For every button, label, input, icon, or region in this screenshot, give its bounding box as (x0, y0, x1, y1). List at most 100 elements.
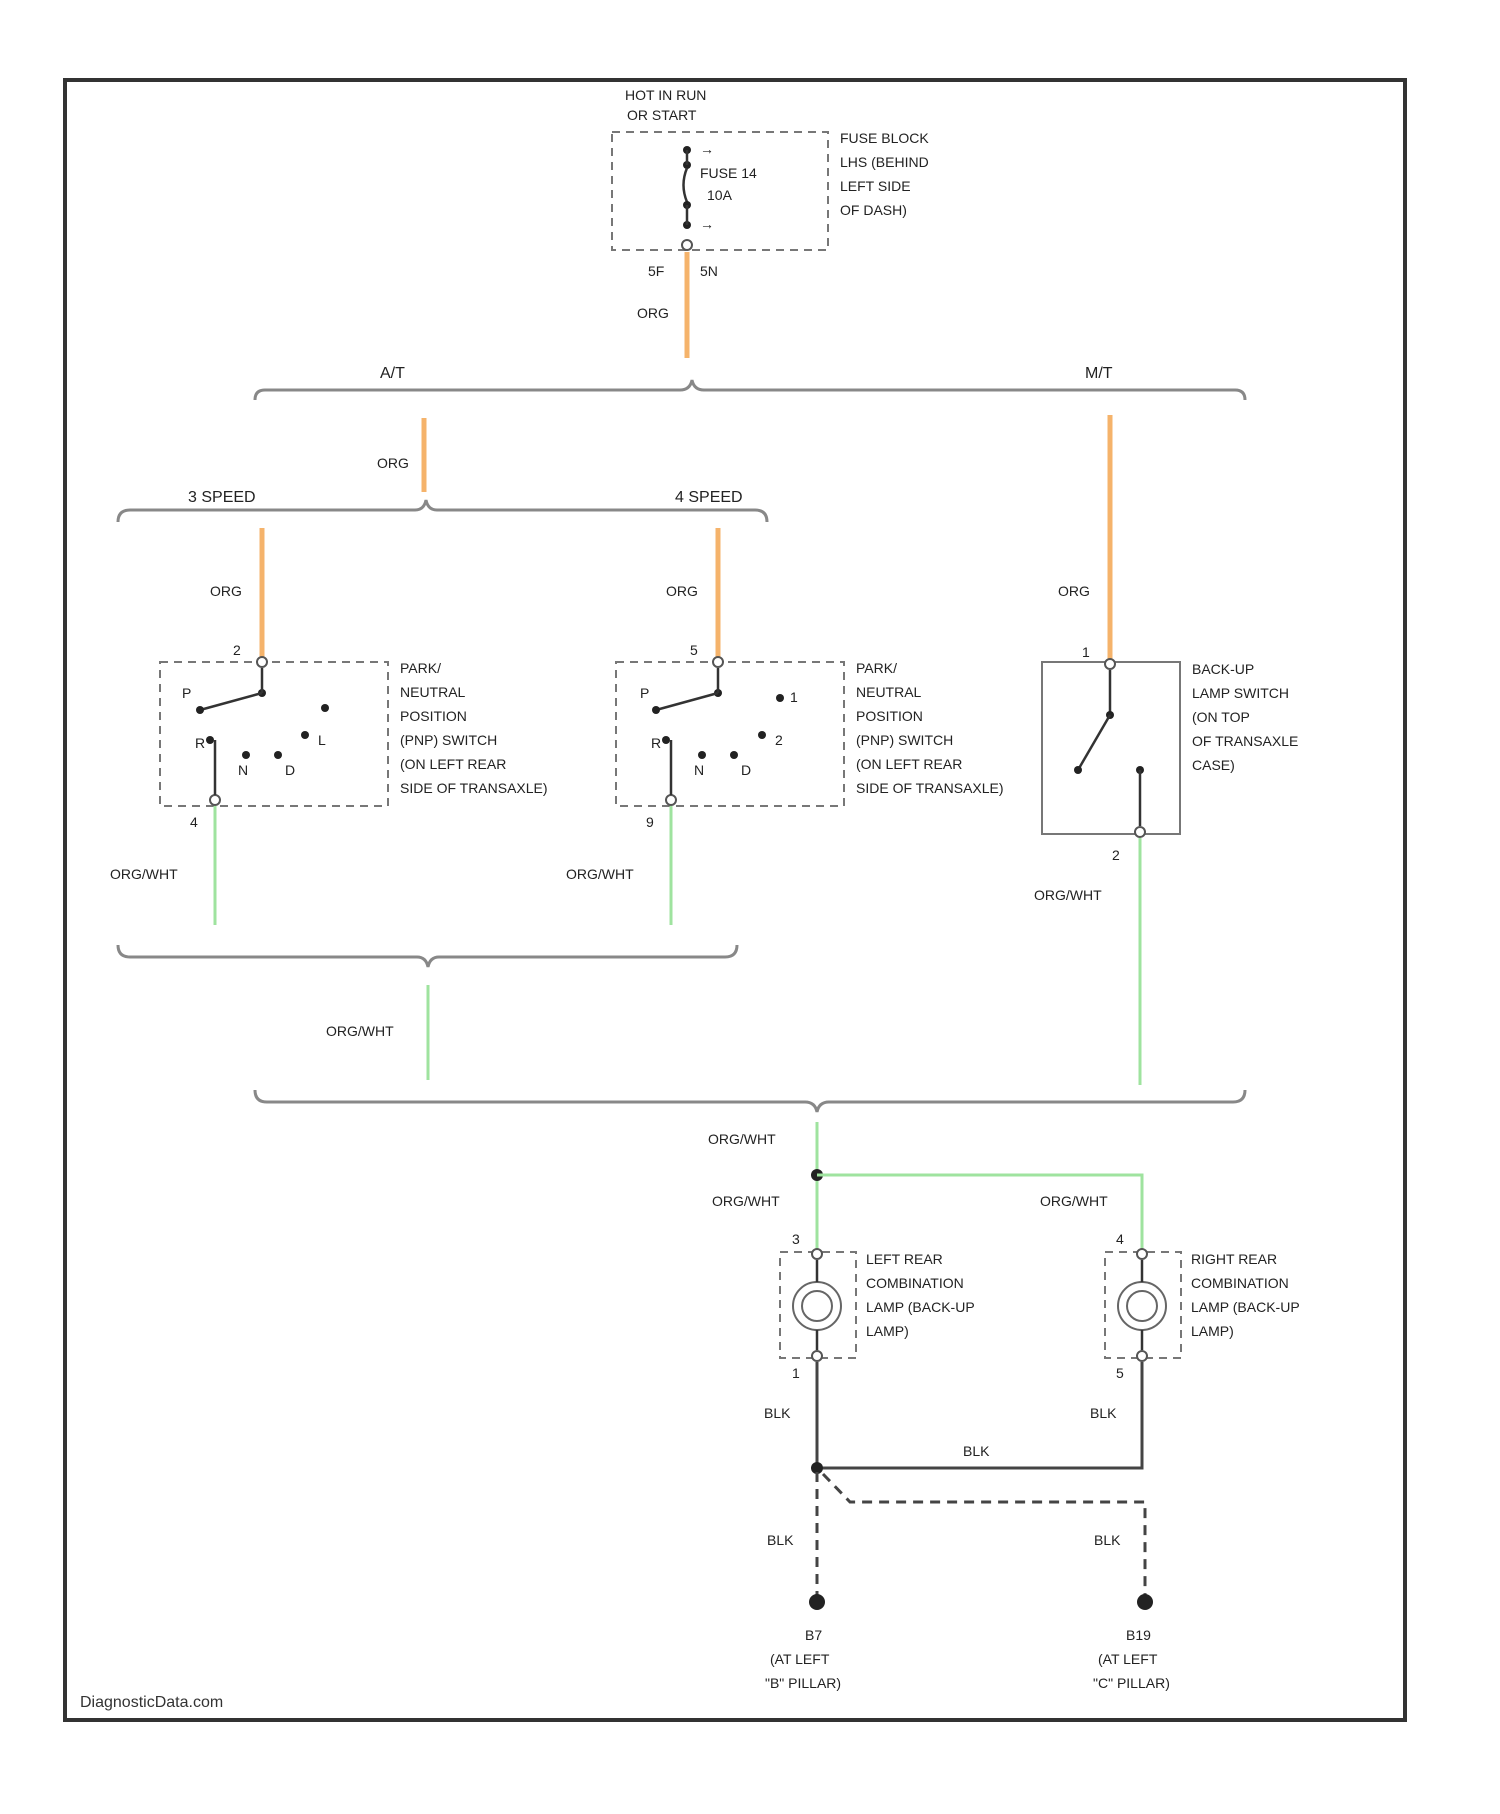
wire-label-blk-middle: BLK (963, 1443, 990, 1459)
fuse-pin-right: 5N (700, 263, 718, 279)
svg-text:9: 9 (646, 814, 654, 830)
svg-text:1: 1 (1082, 644, 1090, 660)
svg-text:P: P (640, 685, 649, 701)
pnp-switch-4speed: 5 9 P R N D 1 2 PARK/ NEUTRAL POSITION (… (616, 642, 1004, 830)
svg-text:NEUTRAL: NEUTRAL (856, 684, 922, 700)
fuse-location-1: FUSE BLOCK (840, 130, 929, 146)
wire-label-orgwht-lamps: ORG/WHT (708, 1131, 776, 1147)
pnp-switch-3speed: 2 4 P R N D L PARK/ NEUTRAL POSITION (PN… (160, 642, 548, 830)
svg-text:COMBINATION: COMBINATION (866, 1275, 964, 1291)
svg-text:POSITION: POSITION (856, 708, 923, 724)
svg-text:LAMP SWITCH: LAMP SWITCH (1192, 685, 1289, 701)
svg-text:COMBINATION: COMBINATION (1191, 1275, 1289, 1291)
wire-label-blk-left: BLK (764, 1405, 791, 1421)
svg-text:(AT LEFT: (AT LEFT (1098, 1651, 1158, 1667)
wire-label-org-at: ORG (377, 455, 409, 471)
svg-text:RIGHT REAR: RIGHT REAR (1191, 1251, 1277, 1267)
power-label-2: OR START (627, 107, 697, 123)
svg-text:LAMP): LAMP) (1191, 1323, 1234, 1339)
svg-text:1: 1 (790, 689, 798, 705)
svg-text:3: 3 (792, 1231, 800, 1247)
svg-text:D: D (285, 762, 295, 778)
svg-text:D: D (741, 762, 751, 778)
brace-speed-merge (118, 945, 737, 967)
ground-left: B7 (AT LEFT "B" PILLAR) (765, 1594, 841, 1691)
svg-text:2: 2 (775, 732, 783, 748)
fuse-location-3: LEFT SIDE (840, 178, 911, 194)
backup-lamp-switch: 1 2 BACK-UP LAMP SWITCH (ON TOP OF TRANS… (1042, 644, 1298, 863)
wire-label-org-mt: ORG (1058, 583, 1090, 599)
ground-right: B19 (AT LEFT "C" PILLAR) (1093, 1594, 1170, 1691)
branch-4speed: 4 SPEED (675, 489, 743, 506)
svg-text:BACK-UP: BACK-UP (1192, 661, 1254, 677)
wire-label-orgwht-mt: ORG/WHT (1034, 887, 1102, 903)
svg-text:B7: B7 (805, 1627, 822, 1643)
branch-3speed: 3 SPEED (188, 489, 256, 506)
svg-text:4: 4 (190, 814, 198, 830)
svg-text:5: 5 (690, 642, 698, 658)
wire-label-orgwht-left-lamp: ORG/WHT (712, 1193, 780, 1209)
wire-label-orgwht-right-lamp: ORG/WHT (1040, 1193, 1108, 1209)
svg-text:CASE): CASE) (1192, 757, 1235, 773)
svg-text:POSITION: POSITION (400, 708, 467, 724)
svg-text:PARK/: PARK/ (400, 660, 441, 676)
wire-label-blk-ground-right: BLK (1094, 1532, 1121, 1548)
wire-label-orgwht-4speed: ORG/WHT (566, 866, 634, 882)
watermark: DiagnosticData.com (80, 1694, 223, 1711)
svg-text:(AT LEFT: (AT LEFT (770, 1651, 830, 1667)
fuse-rating: 10A (707, 187, 733, 203)
diagram-frame (65, 80, 1405, 1720)
svg-text:(PNP) SWITCH: (PNP) SWITCH (856, 732, 953, 748)
branch-mt: M/T (1085, 365, 1113, 382)
wire-label-org-3speed: ORG (210, 583, 242, 599)
wire-label-orgwht-at: ORG/WHT (326, 1023, 394, 1039)
wire-label-blk-ground-left: BLK (767, 1532, 794, 1548)
svg-text:N: N (238, 762, 248, 778)
svg-text:SIDE OF TRANSAXLE): SIDE OF TRANSAXLE) (856, 780, 1004, 796)
svg-text:SIDE OF TRANSAXLE): SIDE OF TRANSAXLE) (400, 780, 548, 796)
svg-text:LEFT REAR: LEFT REAR (866, 1251, 943, 1267)
svg-text:OF TRANSAXLE: OF TRANSAXLE (1192, 733, 1298, 749)
svg-text:2: 2 (1112, 847, 1120, 863)
fuse-location-2: LHS (BEHIND (840, 154, 929, 170)
wire-label-org-4speed: ORG (666, 583, 698, 599)
branch-at: A/T (380, 365, 405, 382)
brace-transmission (255, 380, 1245, 400)
fuse-location-4: OF DASH) (840, 202, 907, 218)
svg-text:1: 1 (792, 1365, 800, 1381)
svg-text:LAMP (BACK-UP: LAMP (BACK-UP (866, 1299, 975, 1315)
svg-text:LAMP): LAMP) (866, 1323, 909, 1339)
wire-label-blk-right: BLK (1090, 1405, 1117, 1421)
fuse-block: → → FUSE 14 10A FUSE BLOCK LHS (BEHIND L… (612, 130, 929, 279)
svg-text:PARK/: PARK/ (856, 660, 897, 676)
svg-text:(ON TOP: (ON TOP (1192, 709, 1250, 725)
fuse-pin-left: 5F (648, 263, 664, 279)
fuse-label: FUSE 14 (700, 165, 757, 181)
svg-text:LAMP (BACK-UP: LAMP (BACK-UP (1191, 1299, 1300, 1315)
svg-text:"B" PILLAR): "B" PILLAR) (765, 1675, 841, 1691)
svg-text:P: P (182, 685, 191, 701)
svg-text:→: → (700, 216, 714, 232)
brace-transmission-merge (255, 1090, 1245, 1112)
svg-text:R: R (651, 735, 661, 751)
svg-text:NEUTRAL: NEUTRAL (400, 684, 466, 700)
left-rear-lamp: 3 1 LEFT REAR COMBINATION LAMP (BACK-UP … (780, 1231, 975, 1381)
svg-text:B19: B19 (1126, 1627, 1151, 1643)
svg-text:"C" PILLAR): "C" PILLAR) (1093, 1675, 1170, 1691)
svg-text:(PNP) SWITCH: (PNP) SWITCH (400, 732, 497, 748)
svg-text:2: 2 (233, 642, 241, 658)
svg-text:L: L (318, 732, 326, 748)
svg-text:(ON LEFT REAR: (ON LEFT REAR (856, 756, 962, 772)
wire-orgwht-right-lamp (817, 1175, 1142, 1252)
svg-text:R: R (195, 735, 205, 751)
svg-text:4: 4 (1116, 1231, 1124, 1247)
right-rear-lamp: 4 5 RIGHT REAR COMBINATION LAMP (BACK-UP… (1105, 1231, 1300, 1381)
power-label-1: HOT IN RUN (625, 87, 706, 103)
wire-label-orgwht-3speed: ORG/WHT (110, 866, 178, 882)
svg-text:(ON LEFT REAR: (ON LEFT REAR (400, 756, 506, 772)
svg-text:N: N (694, 762, 704, 778)
svg-text:→: → (700, 141, 714, 157)
wire-label-org-main: ORG (637, 305, 669, 321)
svg-text:5: 5 (1116, 1365, 1124, 1381)
